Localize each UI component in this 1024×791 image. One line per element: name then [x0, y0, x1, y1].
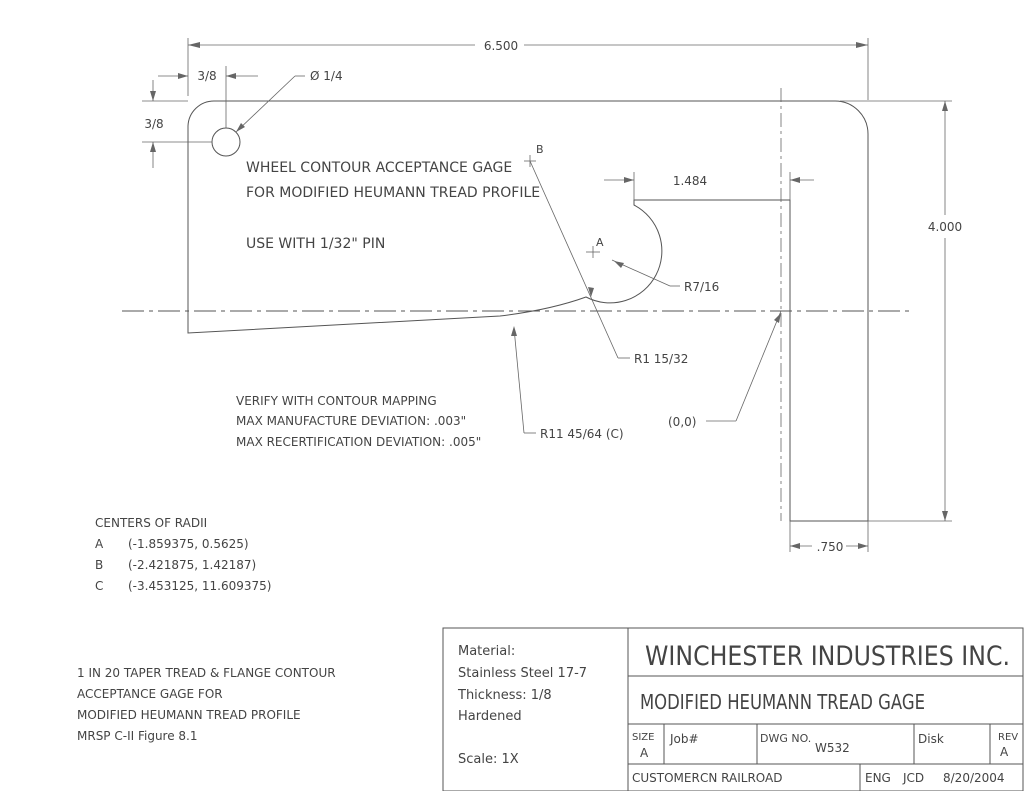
pin-note: USE WITH 1/32" PIN — [246, 236, 385, 252]
description-line4: MRSP C-II Figure 8.1 — [77, 729, 198, 743]
dwg-value: W532 — [815, 741, 850, 755]
dim-radius-a-label: R7/16 — [684, 280, 719, 294]
dim-overall-height: 4.000 — [840, 100, 962, 522]
description-line2: ACCEPTANCE GAGE FOR — [77, 687, 223, 701]
dim-leg-width: .750 — [789, 521, 869, 554]
customer-label: CUSTOMER — [632, 771, 700, 785]
dim-flange-width: 1.484 — [604, 172, 814, 200]
eng-value: JCD — [902, 771, 924, 785]
dim-radius-c-label: R11 45/64 (C) — [540, 427, 624, 441]
center-c-label: C — [95, 579, 103, 593]
rev-value: A — [1000, 745, 1009, 759]
part-title-line1: WHEEL CONTOUR ACCEPTANCE GAGE — [246, 160, 512, 176]
disk-label: Disk — [918, 732, 944, 746]
center-b-coords: (-2.421875, 1.42187) — [128, 558, 256, 572]
verify-line1: VERIFY WITH CONTOUR MAPPING — [236, 394, 437, 408]
dim-hole-diameter: Ø 1/4 — [235, 69, 343, 133]
dim-radius-b: B R1 15/32 — [524, 143, 688, 366]
dim-hole-offset-x-label: 3/8 — [197, 69, 216, 83]
drawing-title: MODIFIED HEUMANN TREAD GAGE — [640, 690, 925, 714]
center-a-coords: (-1.859375, 0.5625) — [128, 537, 249, 551]
size-value: A — [640, 746, 649, 760]
material-label: Material: — [458, 644, 515, 659]
material-value: Stainless Steel 17-7 — [458, 666, 587, 681]
dim-radius-a: A R7/16 — [586, 236, 719, 294]
verify-line3: MAX RECERTIFICATION DEVIATION: .005" — [236, 435, 481, 449]
rev-label: REV — [998, 732, 1018, 743]
eng-label: ENG — [865, 771, 891, 785]
dim-hole-offset-y-label: 3/8 — [144, 117, 163, 131]
dim-origin-label: (0,0) — [668, 415, 696, 429]
dim-overall-width-label: 6.500 — [484, 39, 518, 53]
dim-hole-offset-x: 3/8 — [158, 66, 258, 128]
dim-hole-diameter-label: Ø 1/4 — [310, 69, 343, 83]
part-title-line2: FOR MODIFIED HEUMANN TREAD PROFILE — [246, 185, 540, 201]
job-label: Job# — [669, 732, 699, 746]
dwg-label: DWG NO. — [760, 732, 811, 745]
dim-radius-c: R11 45/64 (C) — [511, 326, 624, 441]
dim-radius-b-label: R1 15/32 — [634, 352, 688, 366]
dim-hole-offset-y: 3/8 — [142, 80, 212, 168]
point-a-label: A — [596, 236, 604, 249]
description-line1: 1 IN 20 TAPER TREAD & FLANGE CONTOUR — [77, 666, 336, 680]
pin-hole — [211, 127, 241, 157]
gage-outline — [187, 100, 869, 522]
company-name: WINCHESTER INDUSTRIES INC. — [645, 641, 1010, 672]
dim-leg-width-label: .750 — [817, 540, 844, 554]
dim-overall-height-label: 4.000 — [928, 220, 962, 234]
point-b-label: B — [536, 143, 544, 156]
dim-origin: (0,0) — [668, 310, 782, 429]
center-c-coords: (-3.453125, 11.609375) — [128, 579, 271, 593]
scale-value: Scale: 1X — [458, 752, 519, 767]
treatment-value: Hardened — [458, 709, 522, 724]
size-label: SIZE — [632, 732, 654, 743]
center-a-label: A — [95, 537, 104, 551]
dim-flange-width-label: 1.484 — [673, 174, 707, 188]
dim-overall-width: 6.500 — [187, 38, 869, 100]
title-block: Material: Stainless Steel 17-7 Thickness… — [442, 627, 1024, 791]
centers-heading: CENTERS OF RADII — [95, 516, 207, 530]
date-value: 8/20/2004 — [943, 771, 1005, 785]
center-b-label: B — [95, 558, 103, 572]
verify-line2: MAX MANUFACTURE DEVIATION: .003" — [236, 414, 466, 428]
thickness-value: Thickness: 1/8 — [457, 688, 552, 703]
description-line3: MODIFIED HEUMANN TREAD PROFILE — [77, 708, 301, 722]
customer-value: CN RAILROAD — [700, 771, 782, 785]
